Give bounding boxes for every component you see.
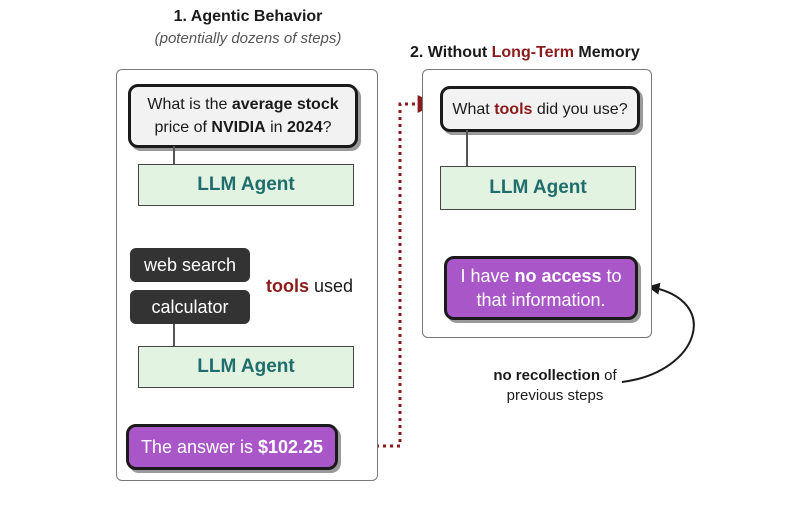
tool-web-search: web search <box>130 248 250 282</box>
no-access-response-box: I have no access to that information. <box>444 256 638 320</box>
right-llm-agent: LLM Agent <box>440 166 636 210</box>
connector-question-to-agent <box>466 130 468 166</box>
recollection-curved-arrow <box>621 282 695 383</box>
right-question-text: What tools did you use? <box>452 100 628 118</box>
answer-box: The answer is $102.25 <box>126 424 338 470</box>
connector-tools-to-agent2 <box>173 324 175 346</box>
right-question-box: What tools did you use? <box>440 86 640 132</box>
tool-calculator: calculator <box>130 290 250 324</box>
left-question-box: What is the average stock price of NVIDI… <box>128 84 358 148</box>
left-title: 1. Agentic Behavior <box>173 8 323 25</box>
no-recollection-annotation: no recollection of previous steps <box>493 367 617 404</box>
right-title: 2. Without Long-Term Memory <box>410 44 640 61</box>
left-llm-agent-1: LLM Agent <box>138 164 354 206</box>
tools-used-label: tools used <box>266 276 354 296</box>
left-question-text: What is the average stock price of NVIDI… <box>147 96 339 136</box>
connector-question-to-agent1 <box>173 146 175 164</box>
left-llm-agent-2: LLM Agent <box>138 346 354 388</box>
left-subtitle: (potentially dozens of steps) <box>154 30 342 47</box>
